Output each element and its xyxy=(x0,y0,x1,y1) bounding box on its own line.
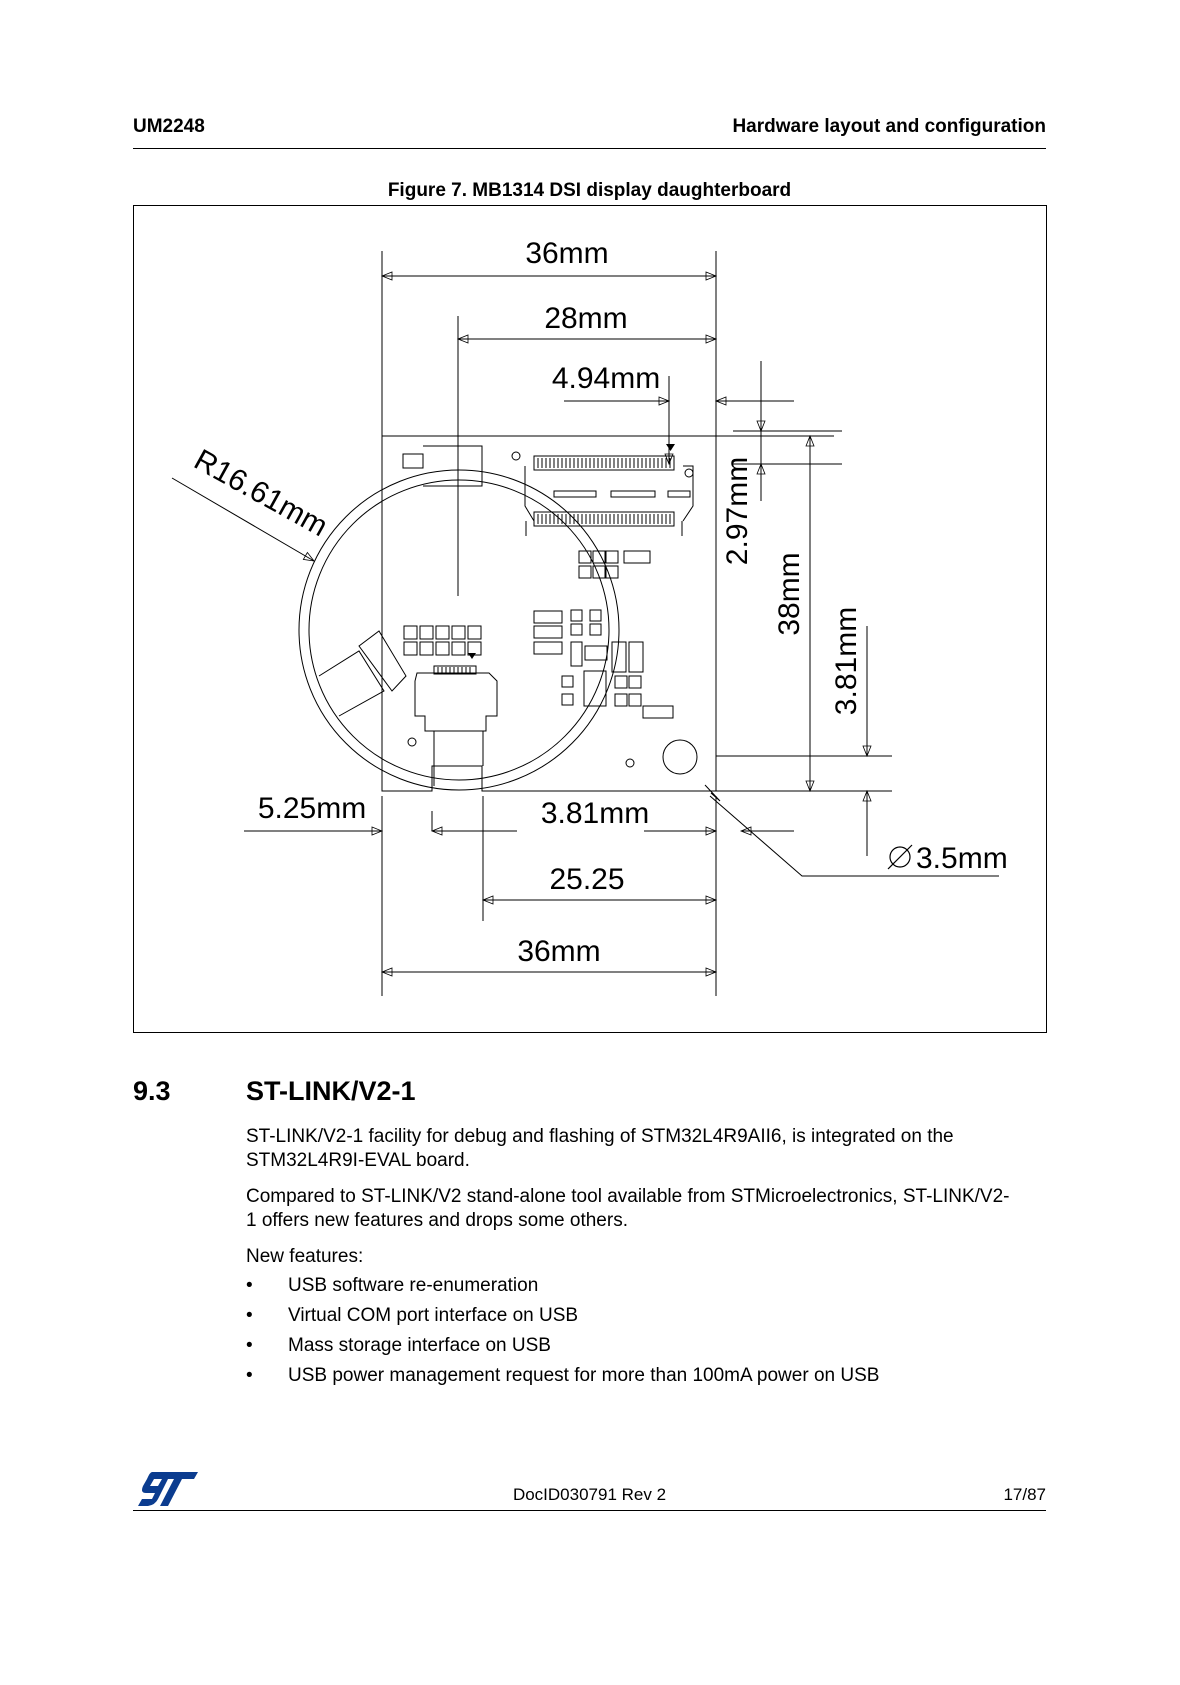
dim-radius: R16.61mm xyxy=(189,443,333,543)
round-display-outline xyxy=(298,469,620,791)
paragraph-line: ST-LINK/V2-1 facility for debug and flas… xyxy=(246,1126,954,1147)
list-item: • USB power management request for more t… xyxy=(246,1364,1046,1394)
feature-text: Mass storage interface on USB xyxy=(288,1335,551,1356)
list-item: • Mass storage interface on USB xyxy=(246,1334,1046,1364)
dim-top-width: 36mm xyxy=(525,237,608,270)
bullet-icon: • xyxy=(246,1305,253,1326)
section-title: ST-LINK/V2-1 xyxy=(246,1076,416,1106)
figure-title: Figure 7. MB1314 DSI display daughterboa… xyxy=(387,180,792,201)
dim-connector-pitch: 2.97mm xyxy=(721,457,754,565)
section-number: 9.3 xyxy=(133,1076,171,1106)
paragraph-intro: ST-LINK/V2-1 facility for debug and flas… xyxy=(246,1125,1046,1173)
paragraph-line: STM32L4R9I-EVAL board. xyxy=(246,1150,470,1171)
page-number: 17/87 xyxy=(1003,1485,1046,1504)
dim-left-offset: 5.25mm xyxy=(258,792,366,825)
paragraph-line: 1 offers new features and drops some oth… xyxy=(246,1210,628,1231)
dim-height: 38mm xyxy=(773,552,806,635)
dim-hole-diameter: 3.5mm xyxy=(916,842,1008,875)
feature-text: Virtual COM port interface on USB xyxy=(288,1305,579,1326)
diameter-icon xyxy=(887,844,913,870)
bullet-icon: • xyxy=(246,1275,253,1296)
figure-drawing: 36mm 28mm 4.94mm R16.61mm 2.97mm 38mm 3.… xyxy=(133,205,1047,1033)
list-item: • Virtual COM port interface on USB xyxy=(246,1304,1046,1334)
paragraph-comparison: Compared to ST-LINK/V2 stand-alone tool … xyxy=(246,1185,1046,1233)
header-rule xyxy=(133,148,1046,149)
st-logo-icon xyxy=(138,1472,198,1506)
board-outline xyxy=(381,435,717,792)
paragraph-line: Compared to ST-LINK/V2 stand-alone tool … xyxy=(246,1186,1010,1207)
new-features-label: New features: xyxy=(246,1246,364,1267)
connector-pins xyxy=(437,458,671,673)
list-item: • USB software re-enumeration xyxy=(246,1274,1046,1304)
dim-offset-top: 4.94mm xyxy=(552,362,660,395)
feature-text: USB power management request for more th… xyxy=(288,1365,880,1386)
bullet-icon: • xyxy=(246,1365,253,1386)
footer-doc-id: DocID030791 Rev 2 xyxy=(512,1485,667,1504)
bullet-icon: • xyxy=(246,1335,253,1356)
feature-text: USB software re-enumeration xyxy=(288,1275,539,1296)
dim-hole-offset-vertical: 3.81mm xyxy=(830,607,863,715)
doc-code: UM2248 xyxy=(133,116,205,137)
dim-bottom-inner: 25.25 xyxy=(549,863,624,896)
header-section-title: Hardware layout and configuration xyxy=(732,116,1046,137)
dim-inner-width: 28mm xyxy=(544,302,627,335)
dim-hole-offset-horizontal: 3.81mm xyxy=(541,797,649,830)
feature-list: • USB software re-enumeration • Virtual CO… xyxy=(246,1274,1046,1394)
footer-rule xyxy=(133,1510,1046,1511)
dim-bottom-width: 36mm xyxy=(517,935,600,968)
board-drawing: 36mm 28mm 4.94mm R16.61mm 2.97mm 38mm 3.… xyxy=(171,237,1008,996)
